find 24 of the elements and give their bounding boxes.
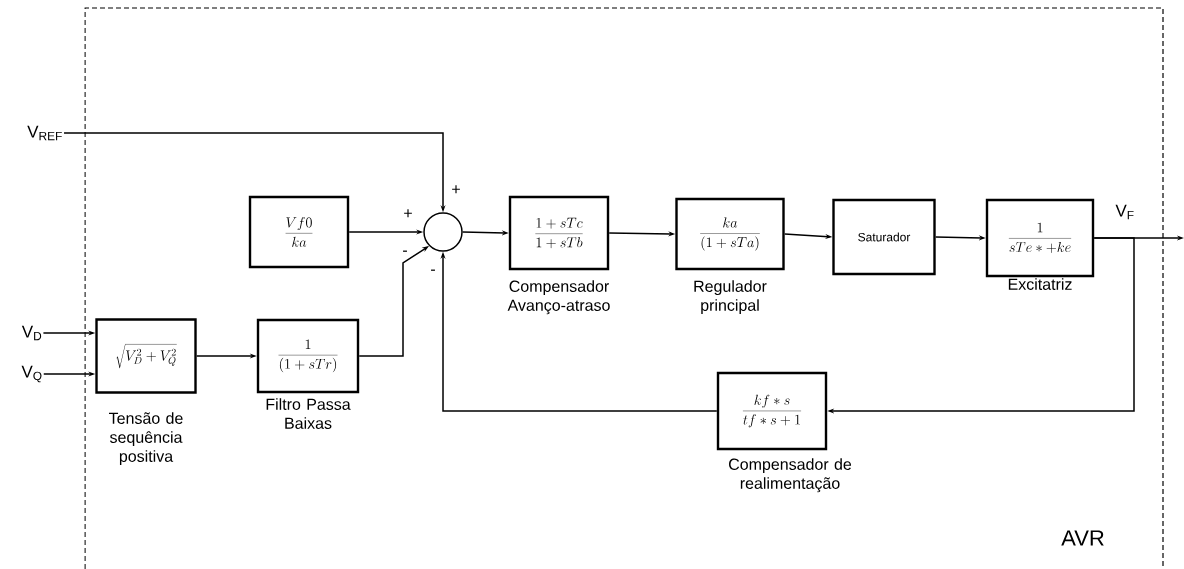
edge-label: -	[429, 268, 437, 276]
block-caption: Excitatriz	[1008, 278, 1072, 290]
transfer-function-box: $\frac{1+sTc}{1+sTb}$	[508, 195, 610, 271]
edge-label: +	[450, 184, 462, 196]
signal-label: V$_{D}$	[21, 325, 42, 341]
summing-junction	[423, 212, 463, 252]
transfer-function-box: $\frac{1}{(1+sTr)}$	[256, 318, 360, 394]
block-caption: Regulador principal	[694, 280, 767, 315]
block-caption: Compensador de realimentação	[729, 458, 852, 493]
transfer-function-box: $\sqrt{V_D^2+V_Q^2}$	[95, 318, 197, 394]
edge-label: V$_{F}$	[1114, 203, 1136, 221]
block-caption: Filtro Passa Baixas	[266, 398, 351, 429]
saturator-box: Saturador	[832, 198, 936, 276]
transfer-function-box: $\frac{Vf0}{ka}$	[248, 195, 350, 269]
transfer-function-box: $\frac{ka}{(1+sTa)}$	[675, 197, 785, 271]
transfer-function-box: $\frac{1}{sTe*+ke}$	[985, 198, 1095, 278]
transfer-function-box: $\frac{kf*s}{tf*s+1}$	[716, 371, 828, 451]
block-caption: Compensador Avanço-atraso	[507, 280, 610, 315]
frame-label: AVR	[1061, 530, 1104, 546]
edge-label: -	[401, 249, 409, 257]
signal-label: V$_{REF}$	[27, 125, 62, 141]
block-caption: Tensão de sequência positiva	[109, 412, 183, 466]
signal-label: V$_{Q}$	[21, 365, 42, 383]
edge-label: +	[402, 208, 414, 220]
